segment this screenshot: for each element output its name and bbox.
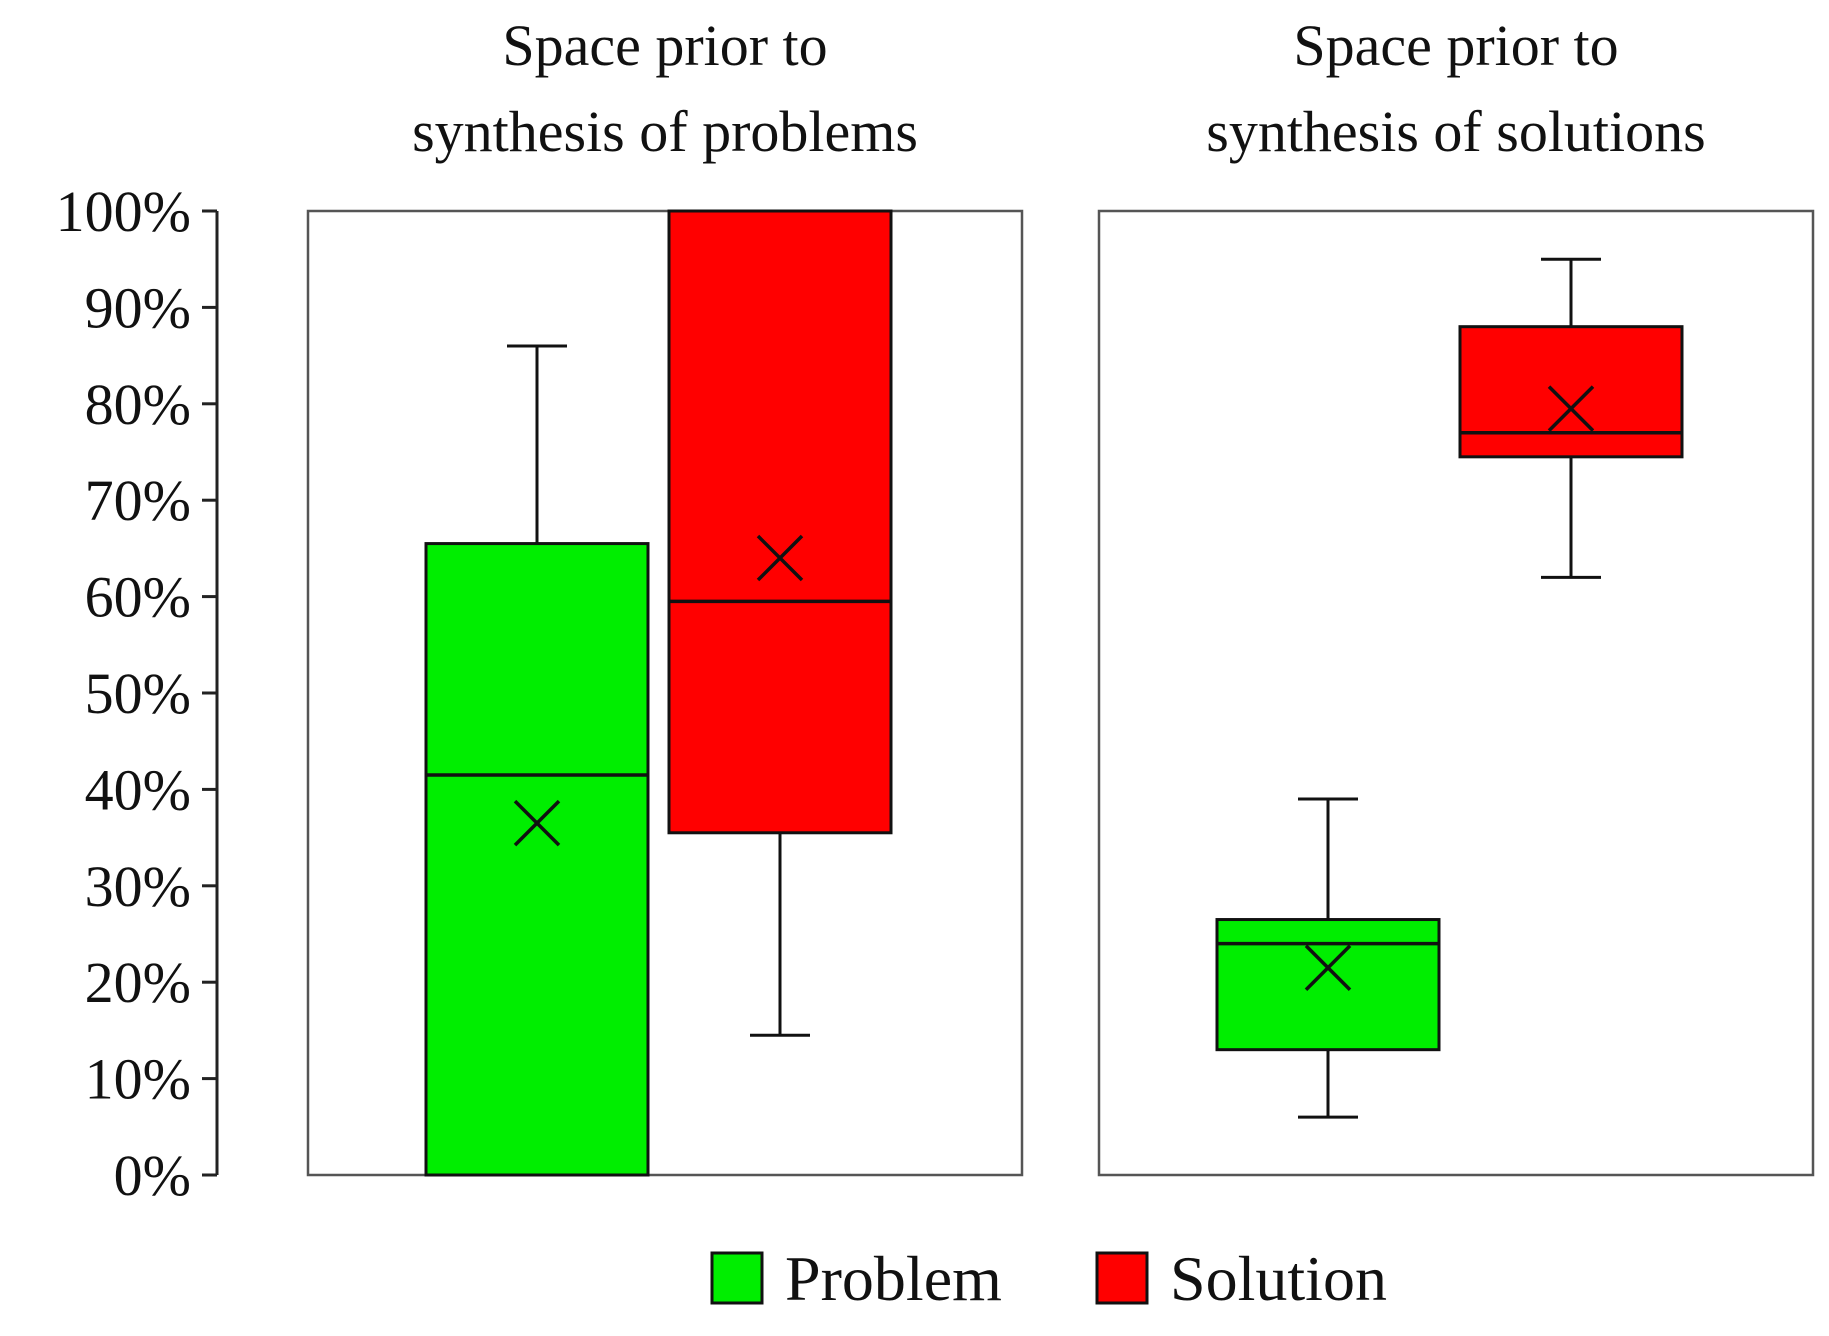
box-problem — [1215, 797, 1441, 1119]
y-tick-label: 10% — [85, 1047, 191, 1112]
legend-label: Problem — [785, 1243, 1002, 1314]
y-tick-label: 40% — [85, 757, 191, 822]
panel-title-line: Space prior to — [1293, 13, 1618, 78]
y-tick-label: 70% — [85, 468, 191, 533]
mean-marker — [1304, 944, 1352, 991]
legend-swatch — [1095, 1251, 1149, 1305]
legend-swatch — [710, 1251, 764, 1305]
iqr-box — [424, 542, 650, 1177]
y-tick-label: 0% — [114, 1143, 191, 1208]
mean-marker — [1547, 385, 1595, 432]
iqr-box — [1458, 325, 1684, 459]
panel-1: Space prior to synthesis of problems — [306, 13, 1024, 1177]
box-solution — [1458, 257, 1684, 579]
legend-item-problem: Problem — [710, 1243, 1002, 1314]
iqr-box — [667, 209, 893, 835]
y-tick-label: 90% — [85, 275, 191, 340]
panel-title-line: synthesis of solutions — [1206, 99, 1706, 164]
iqr-box — [1215, 918, 1441, 1052]
legend: Problem Solution — [710, 1243, 1387, 1314]
y-axis: 100% 90% 80% 70% 60% 50% 40% 30% 20% 10% 0% — [56, 179, 219, 1208]
box-solution — [667, 209, 893, 1037]
panel-frame — [306, 209, 1024, 1177]
legend-label: Solution — [1170, 1243, 1387, 1314]
y-tick-label: 60% — [85, 565, 191, 630]
y-tick-label: 20% — [85, 950, 191, 1015]
legend-item-solution: Solution — [1095, 1243, 1387, 1314]
y-tick-label: 50% — [85, 661, 191, 726]
y-tick-label: 80% — [85, 372, 191, 437]
panel-title-line: Space prior to — [502, 13, 827, 78]
panel-2: Space prior to synthesis of solutions — [1097, 13, 1815, 1177]
y-tick-label: 100% — [56, 179, 191, 244]
panel-frame — [1097, 209, 1815, 1177]
mean-marker — [513, 799, 561, 847]
mean-marker — [756, 534, 804, 582]
panel-title-line: synthesis of problems — [412, 99, 918, 164]
y-tick-label: 30% — [85, 854, 191, 919]
box-problem — [424, 344, 650, 1177]
